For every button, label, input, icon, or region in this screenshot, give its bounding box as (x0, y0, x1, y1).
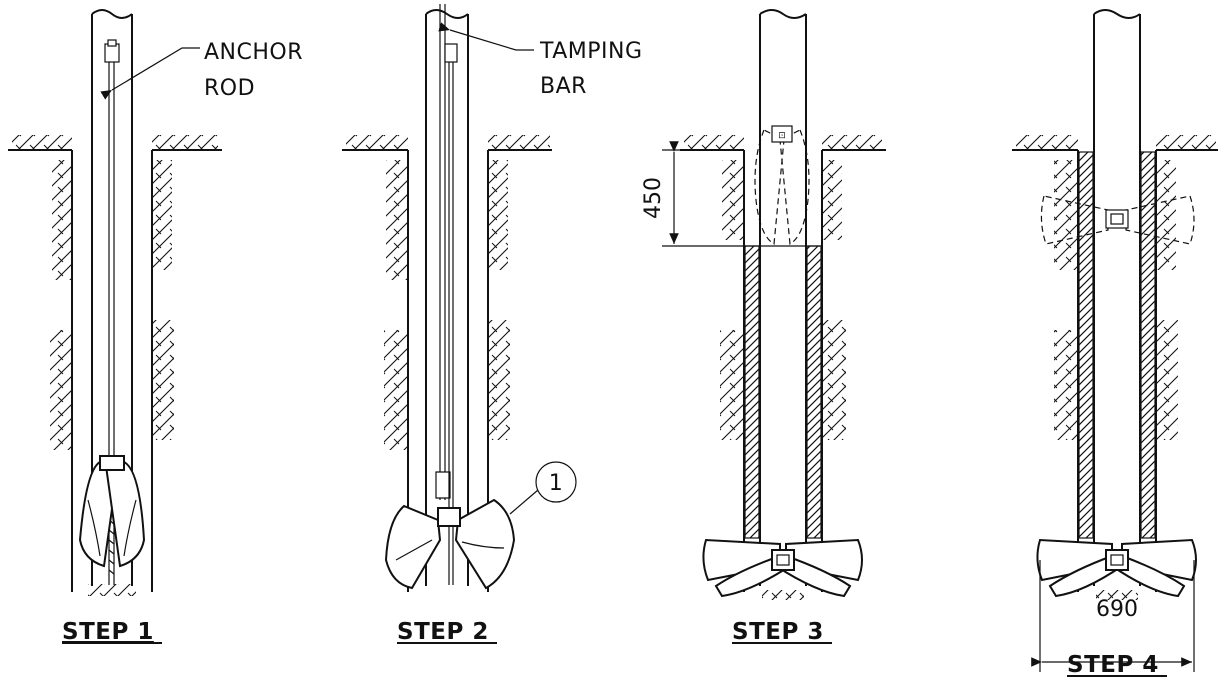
pole (759, 9, 807, 586)
soil-hatching (720, 160, 846, 440)
depth-dimension: 450 (641, 141, 744, 247)
pole (1093, 9, 1141, 586)
item-number: 1 (549, 471, 564, 496)
tamping-bar-label-line1: TAMPING (539, 39, 643, 64)
width-dimension: 690 (1031, 560, 1195, 672)
width-dimension-value: 690 (1096, 597, 1138, 622)
anchor-plates-raised-outline: ⊡ (754, 125, 810, 245)
ground-surface (342, 135, 552, 151)
step-2-group: TAMPING BAR 1 STEP 2 (342, 4, 643, 645)
item-balloon: 1 (509, 461, 577, 515)
tamped-backfill (744, 245, 822, 539)
anchor-plates-expanded (1036, 538, 1197, 600)
partially-open-anchor-plates (384, 498, 516, 590)
soil-hatching (384, 160, 510, 450)
soil-hatching (50, 160, 174, 450)
tamping-bar-callout: TAMPING BAR (438, 22, 643, 99)
tamping-bar (435, 4, 451, 500)
step-1-group: ANCHOR ROD STEP 1 (8, 9, 303, 645)
borehole (1077, 150, 1157, 592)
step-4-caption: STEP 4 (1067, 652, 1159, 678)
tamped-backfill (1078, 151, 1156, 539)
anchor-rod-label-line2: ROD (204, 76, 255, 101)
anchor-plates-expanded (702, 538, 863, 600)
tamping-bar-label-line2: BAR (540, 74, 587, 99)
step-1-caption: STEP 1 (62, 619, 154, 645)
anchor-rod-label-line1: ANCHOR (204, 40, 303, 65)
step-4-group: 690 STEP 4 (1012, 9, 1218, 678)
folded-anchor-plates (78, 455, 146, 568)
anchor-plates-intermediate-outline (1040, 195, 1195, 245)
borehole (71, 150, 153, 596)
ground-surface (1012, 135, 1218, 151)
step-2-caption: STEP 2 (397, 619, 489, 645)
depth-dimension-value: 450 (641, 177, 666, 219)
ground-surface (8, 135, 222, 151)
pole (425, 9, 469, 586)
ground-surface (680, 135, 886, 151)
soil-hatching (1054, 160, 1178, 440)
anchor-rod-callout: ANCHOR ROD (100, 40, 303, 101)
step-3-group: ⊡ 450 STEP 3 (641, 9, 886, 645)
step-3-caption: STEP 3 (732, 619, 824, 645)
svg-text:⊡: ⊡ (778, 131, 786, 141)
anchor-rod (444, 43, 458, 585)
